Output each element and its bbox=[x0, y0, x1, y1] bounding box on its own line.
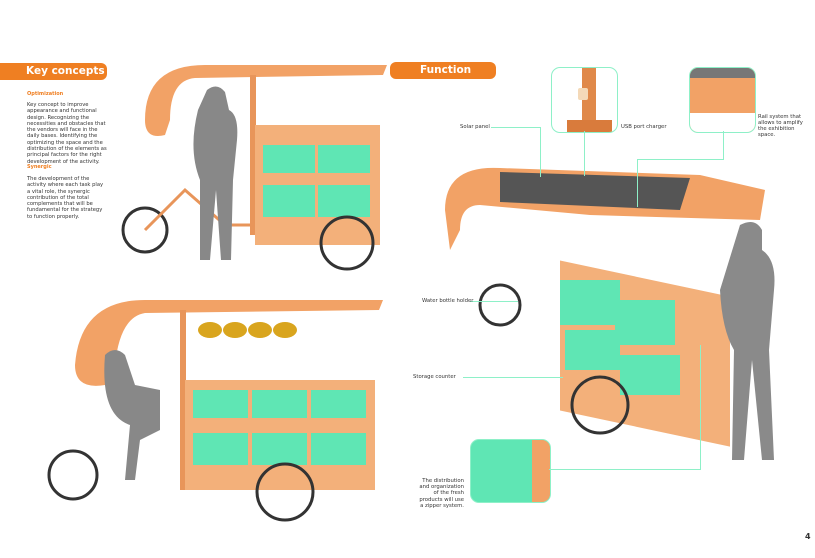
function-header: Function bbox=[390, 62, 496, 79]
cart-illustration-top bbox=[121, 65, 387, 271]
storage-counter-label: Storage counter bbox=[413, 374, 456, 380]
optimization-heading: Optimization bbox=[27, 91, 64, 97]
zipper-system-label: The distribution and organization of the… bbox=[419, 478, 464, 509]
page-number: 4 bbox=[805, 532, 811, 541]
key-concepts-header: Key concepts bbox=[0, 63, 107, 80]
usb-port-label: USB port charger bbox=[621, 124, 667, 130]
rail-system-label: Rail system that allows to amplify the e… bbox=[758, 114, 803, 138]
cart-illustration-bottom bbox=[47, 300, 383, 522]
solar-panel-label: Solar panel bbox=[460, 124, 490, 130]
usb-port-detail bbox=[551, 67, 618, 133]
water-bottle-label: Water bottle holder bbox=[422, 298, 474, 304]
synergic-text: The development of the activity where ea… bbox=[27, 176, 104, 220]
optimization-text: Key concept to improve appearance and fu… bbox=[27, 102, 107, 165]
synergic-heading: Synergic bbox=[27, 164, 52, 170]
cart-illustration-function bbox=[445, 167, 775, 460]
rail-system-detail bbox=[689, 67, 756, 133]
zipper-system-detail bbox=[470, 439, 551, 503]
